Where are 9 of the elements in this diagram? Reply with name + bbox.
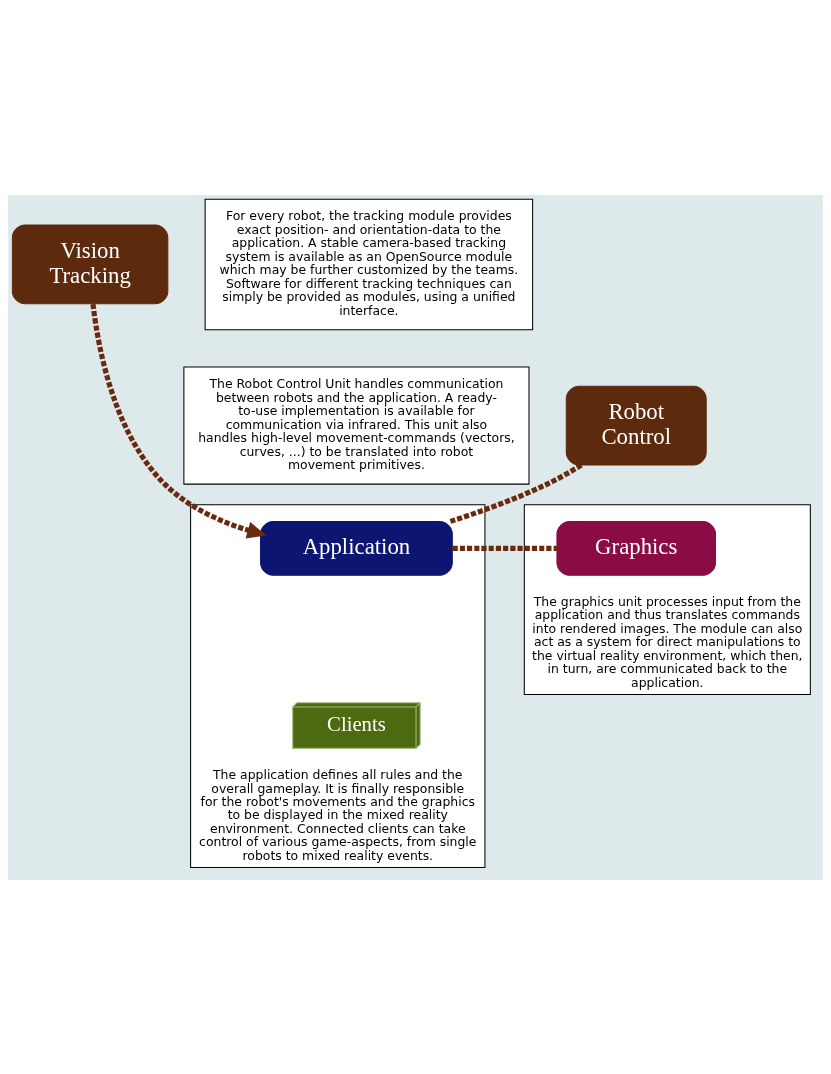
connector <box>449 462 583 524</box>
node-box: For every robot, the tracking module provides exact position- and orientation-data to the application. A stable camera-based tracking system is available as an OpenSource module which may be further customized by the teams. Software for different tracking techniques can simply be provided as modules, using a unified interface. <box>204 198 534 330</box>
node-box: Robot Control <box>565 385 707 465</box>
connector <box>452 545 557 551</box>
node-box: Graphics <box>556 520 717 576</box>
node-box: Application <box>260 520 453 576</box>
node-box: The Robot Control Unit handles communication between robots and the application. A ready-to-use implementation is available for communication via infrared. This unit also handles high-level movement-commands (vectors, curves, ...) to be translated into robot movement primitives. <box>183 366 530 485</box>
arrow <box>90 303 267 538</box>
node-box: Vision Tracking <box>11 224 169 304</box>
